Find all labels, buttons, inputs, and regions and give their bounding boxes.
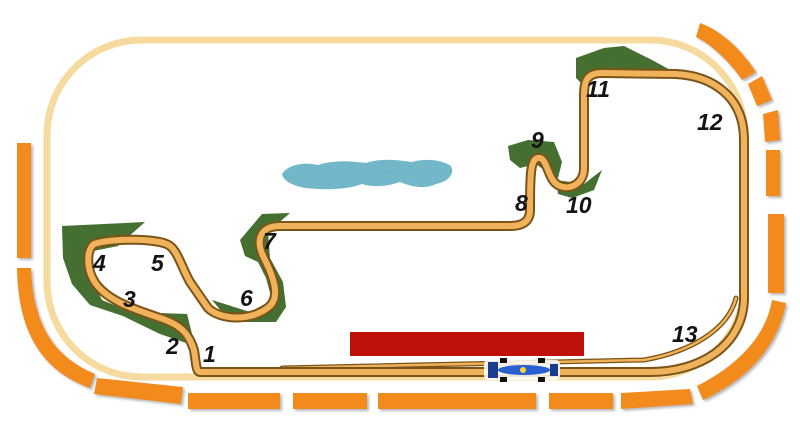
grandstand-left-curve xyxy=(17,268,95,388)
corner-label-7: 7 xyxy=(263,228,277,254)
corner-label-10: 10 xyxy=(566,192,592,218)
race-car-icon xyxy=(484,358,560,382)
circuit-edge xyxy=(83,68,749,377)
grandstand-bottom-1 xyxy=(94,378,183,404)
grandstand-right-curve-low xyxy=(697,300,786,400)
grandstand-right-top xyxy=(696,23,756,80)
corner-label-5: 5 xyxy=(151,250,165,276)
corner-label-9: 9 xyxy=(531,127,544,153)
corner-label-8: 8 xyxy=(515,190,528,216)
corner-labels: 1 2 3 4 5 6 7 8 9 10 11 12 13 xyxy=(92,76,723,367)
grandstand-bottom-3 xyxy=(293,393,367,409)
grandstand-right-upper xyxy=(763,110,780,142)
corner-label-1: 1 xyxy=(203,341,216,367)
corner-label-3: 3 xyxy=(123,286,136,312)
pit-building xyxy=(350,332,584,356)
grandstand-right-low xyxy=(768,214,784,293)
corner-label-4: 4 xyxy=(92,250,106,276)
grandstands xyxy=(17,23,786,409)
grandstand-right-top-small xyxy=(748,76,772,106)
circuit-surface xyxy=(85,70,747,375)
corner-label-13: 13 xyxy=(672,321,698,347)
pit-lane xyxy=(280,296,738,370)
lake xyxy=(282,159,453,190)
grandstand-bottom-5 xyxy=(549,393,613,409)
grandstand-left-top xyxy=(17,143,31,258)
corner-label-11: 11 xyxy=(586,76,610,102)
grandstand-right-mid xyxy=(766,150,780,196)
corner-label-2: 2 xyxy=(165,333,179,359)
grass-turn-11 xyxy=(576,46,674,86)
corner-label-6: 6 xyxy=(240,285,253,311)
track xyxy=(83,68,749,377)
corner-label-12: 12 xyxy=(697,109,723,135)
grass-turn-6 xyxy=(212,213,290,322)
grandstand-bottom-4 xyxy=(378,393,536,409)
grandstand-bottom-2 xyxy=(188,393,280,409)
grandstand-bottom-6 xyxy=(621,389,693,409)
